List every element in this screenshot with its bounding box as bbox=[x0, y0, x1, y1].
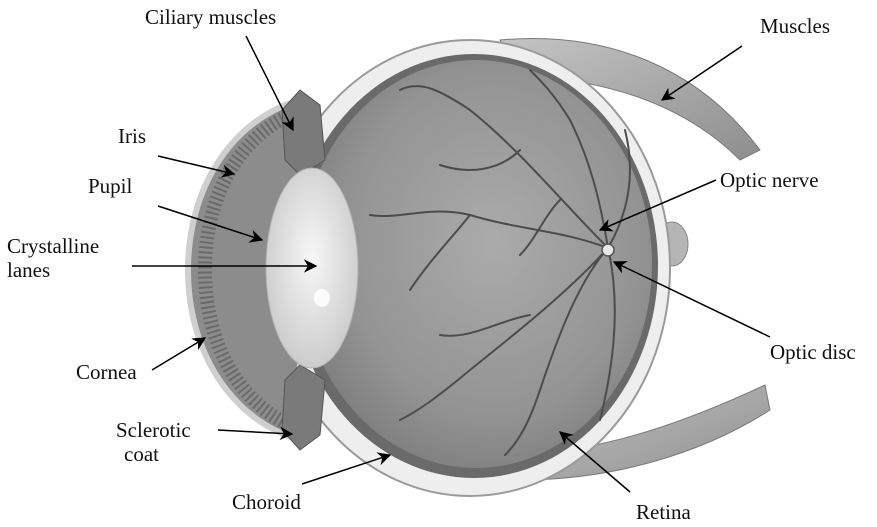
arrow-cornea bbox=[152, 338, 205, 370]
label-optic-nerve: Optic nerve bbox=[720, 168, 819, 192]
crystalline-lens bbox=[266, 168, 358, 368]
ciliary-body-top bbox=[282, 90, 325, 175]
label-crystalline-line2: lanes bbox=[7, 258, 99, 282]
label-muscles: Muscles bbox=[760, 14, 830, 38]
label-crystalline-line1: Crystalline bbox=[7, 234, 99, 258]
optic-disc bbox=[602, 244, 614, 256]
label-pupil: Pupil bbox=[88, 174, 132, 198]
label-retina: Retina bbox=[636, 500, 691, 524]
label-iris: Iris bbox=[118, 124, 146, 148]
label-sclerotic-line2: coat bbox=[116, 442, 191, 466]
label-crystalline-lanes: Crystalline lanes bbox=[7, 234, 99, 282]
label-sclerotic-line1: Sclerotic bbox=[116, 418, 191, 442]
ciliary-body-bottom bbox=[282, 365, 325, 450]
lens-highlight bbox=[314, 289, 330, 307]
label-sclerotic-coat: Sclerotic coat bbox=[116, 418, 191, 466]
label-cornea: Cornea bbox=[76, 360, 137, 384]
label-choroid: Choroid bbox=[232, 490, 301, 514]
label-ciliary-muscles: Ciliary muscles bbox=[145, 5, 276, 29]
label-optic-disc: Optic disc bbox=[770, 340, 856, 364]
